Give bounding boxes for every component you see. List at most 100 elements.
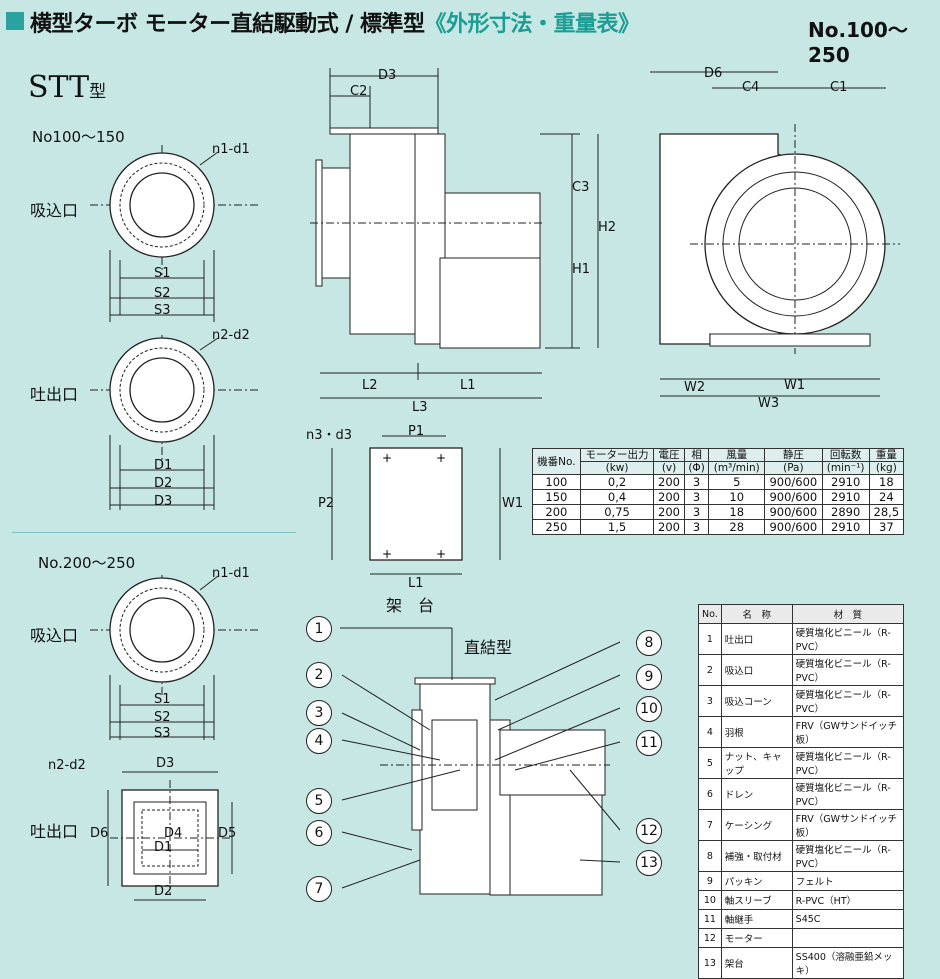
spec-unit: (min⁻¹) [821,461,870,475]
spec-cell: 200 [532,504,581,520]
materials-cell: 吐出口 [720,623,793,655]
label-n1d1-2: n1-d1 [212,566,250,581]
dim-d3: D3 [154,494,173,509]
materials-cell: 11 [698,909,722,929]
callout-13: 13 [636,850,662,876]
materials-cell: 13 [698,947,722,979]
callout-4: 4 [306,728,332,754]
spec-cell: 3 [683,474,710,490]
materials-cell: 硬質塩化ビニール（R-PVC） [791,747,905,779]
callout-8: 8 [636,630,662,656]
discharge-label-2: 吐出口 [30,822,79,841]
callout-6: 6 [306,820,332,846]
spec-cell: 2910 [821,519,870,535]
base-w1: W1 [502,496,524,511]
spec-header: 電圧 [653,448,685,462]
materials-cell: 硬質塩化ビニール（R-PVC） [791,840,905,872]
materials-cell: 吸込口 [720,654,793,686]
materials-cell: 羽根 [720,716,793,748]
spec-header: 風量 [708,448,766,462]
materials-cell: 軸スリーブ [720,890,793,910]
spec-table: 機番No. モーター出力 電圧 相 風量 静圧 回転数 重量 (kw) (v) … [532,448,905,535]
materials-cell: 架台 [720,947,793,979]
materials-cell: 軸継手 [720,909,793,929]
spec-cell: 200 [653,489,685,505]
base-caption: 架 台 [386,596,435,615]
spec-unit: (kw) [579,461,655,475]
dim-s2-2: S2 [154,710,171,725]
spec-header: 機番No. [532,448,581,475]
callout-12: 12 [636,818,662,844]
spec-header: 静圧 [764,448,823,462]
dim-s3: S3 [154,303,171,318]
materials-cell: 12 [698,928,722,948]
materials-cell: モーター [720,928,793,948]
spec-cell: 900/600 [764,504,823,520]
front-w1: W1 [784,378,806,393]
page-title: 横型ターボ モーター直結駆動式 / 標準型《外形寸法・重量表》 [30,12,641,37]
svg-text:+: + [382,547,392,561]
base-drawing: ++ ++ [331,435,501,575]
materials-cell: フェルト [791,871,905,891]
discharge-flange-drawing-1 [90,335,260,510]
materials-cell: 硬質塩化ビニール（R-PVC） [791,685,905,717]
spec-cell: 0,75 [579,504,655,520]
spec-cell: 0,2 [579,474,655,490]
materials-cell: 9 [698,871,722,891]
callout-3: 3 [306,700,332,726]
materials-header-row: No. 名 称 材 質 [698,604,905,624]
spec-header: 回転数 [821,448,870,462]
spec-cell: 100 [532,474,581,490]
materials-cell: 補強・取付材 [720,840,793,872]
spec-cell: 2910 [821,489,870,505]
spec-cell: 10 [708,489,766,505]
page-title-highlight: 《外形寸法・重量表》 [424,12,641,37]
base-l1: L1 [408,576,424,591]
materials-cell: FRV（GWサンドイッチ板） [791,809,905,841]
callout-9: 9 [636,664,662,690]
materials-cell: 硬質塩化ビニール（R-PVC） [791,623,905,655]
side-h2: H2 [598,220,617,235]
base-p1: P1 [408,424,425,439]
dim-s2: S2 [154,286,171,301]
materials-cell: 10 [698,890,722,910]
spec-cell: 200 [653,504,685,520]
materials-header: 材 質 [791,604,905,624]
materials-cell: 7 [698,809,722,841]
suction-flange-drawing-2 [90,575,260,740]
callout-11: 11 [636,730,662,756]
svg-text:+: + [436,547,446,561]
materials-cell: ナット、キャップ [720,747,793,779]
spec-units-row: (kw) (v) (Φ) (m³/min) (Pa) (min⁻¹) (kg) [533,461,905,475]
front-w2: W2 [684,380,706,395]
callout-7: 7 [306,876,332,902]
materials-cell: S45C [791,909,905,929]
spec-cell: 900/600 [764,474,823,490]
materials-cell: 8 [698,840,722,872]
spec-unit: (kg) [868,461,905,475]
dim-d2: D2 [154,476,173,491]
spec-cell: 18 [708,504,766,520]
spec-cell: 1,5 [579,519,655,535]
section-divider [12,532,296,533]
materials-header: 名 称 [720,604,793,624]
materials-cell: ケーシング [720,809,793,841]
spec-header: 重量 [868,448,905,462]
model-range: No.100〜250 [808,18,908,67]
spec-cell: 37 [868,519,905,535]
spec-cell: 900/600 [764,489,823,505]
side-l3: L3 [412,400,428,415]
suction-label-1: 吸込口 [30,201,79,220]
parts-diagram-drawing [340,627,621,896]
